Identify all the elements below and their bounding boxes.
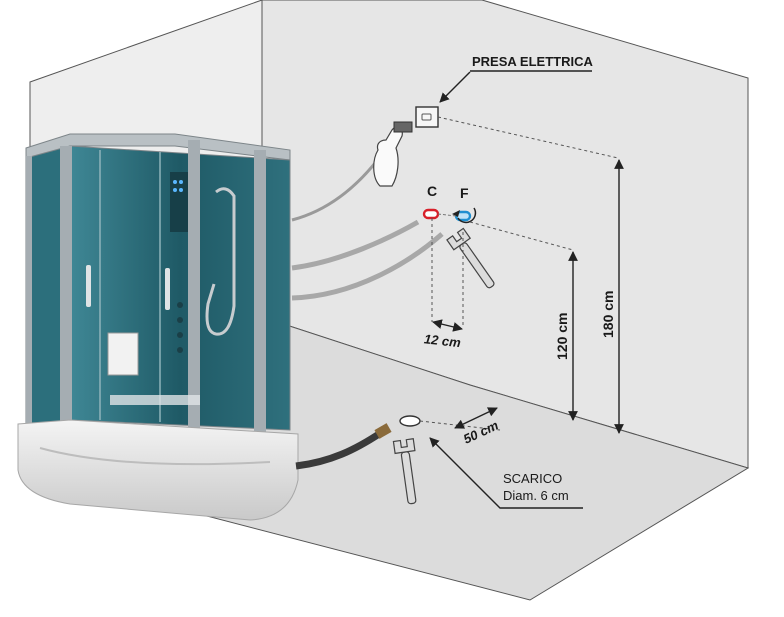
drain-hole <box>399 415 421 427</box>
cold-label: F <box>460 185 469 201</box>
drain-hose <box>295 429 384 470</box>
outlet-pointer <box>439 71 471 103</box>
cold-water-hose <box>291 232 444 301</box>
hot-water-hose <box>291 219 420 271</box>
drain-title-label: SCARICO <box>503 471 562 486</box>
drain-distance-arrow <box>454 407 498 429</box>
tap-spacing-label: 12 cm <box>423 331 462 350</box>
drain-diameter-label: Diam. 6 cm <box>503 488 569 503</box>
hand-plug-icon <box>373 121 413 187</box>
outlet-height-label: 180 cm <box>600 291 616 338</box>
hot-label: C <box>427 183 437 199</box>
wrench-icon <box>446 227 495 289</box>
tap-spacing-arrow <box>432 319 463 332</box>
power-outlet-label: PRESA ELETTRICA <box>472 54 593 69</box>
power-outlet <box>415 106 439 128</box>
tap-height-label: 120 cm <box>554 313 570 360</box>
dimension-arrows <box>429 71 624 509</box>
hot-connection <box>422 208 440 220</box>
shower-cabin-illustration <box>17 133 299 521</box>
drain-pointer <box>429 437 583 509</box>
water-connections <box>422 207 477 224</box>
wrench-icon <box>392 438 417 505</box>
